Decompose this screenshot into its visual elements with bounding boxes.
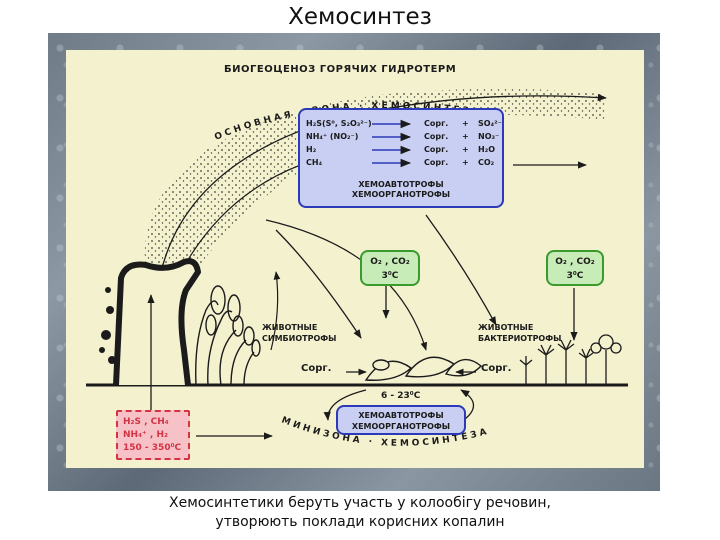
bacteriotroph-fauna — [519, 334, 622, 385]
reaction-result: NO₃⁻ — [478, 132, 500, 141]
red-line3: 150 - 350⁰C — [123, 443, 182, 453]
symbiotrophs-line1: ЖИВОТНЫЕ — [262, 323, 318, 332]
mid-temperature-label: 6 - 23⁰C — [381, 391, 421, 401]
green-box-left: O₂ , CO₂ 3⁰C — [360, 250, 420, 286]
hydrothermal-chimney — [113, 258, 201, 386]
upper-box-line2: ХЕМООРГАНОТРОФЫ — [351, 190, 451, 199]
red-line2: NH₄⁺ , H₂ — [123, 430, 168, 440]
bacteriotrophs-label: ЖИВОТНЫЕ БАКТЕРИОТРОФЫ — [478, 322, 561, 344]
chimney-texture — [99, 287, 116, 364]
corg-right-label: Cорг. — [481, 363, 512, 374]
arrow-to-symbiotrophs — [275, 229, 362, 339]
upper-box-line1: ХЕМОАВТОТРОФЫ — [358, 180, 444, 189]
green-box-right: O₂ , CO₂ 3⁰C — [546, 250, 604, 286]
reaction-plus: + — [462, 119, 469, 128]
reaction-product: Cорг. — [424, 158, 449, 167]
green-right-line1: O₂ , CO₂ — [555, 257, 595, 267]
reaction-product: Cорг. — [424, 132, 449, 141]
caption-line1: Хемосинтетики беруть участь у колообігу … — [168, 495, 551, 511]
hydrothermal-plume — [144, 88, 606, 272]
lower-box-line2: ХЕМООРГАНОТРОФЫ — [351, 422, 451, 431]
tube-worms — [195, 285, 261, 386]
reaction-arrows — [372, 119, 412, 168]
bacteriotrophs-line2: БАКТЕРИОТРОФЫ — [478, 334, 562, 343]
green-left-line2: 3⁰C — [381, 271, 399, 281]
hydrotherm-diagram: ОСНОВНАЯ · ЗОНА · ХЕМОСИНТЕЗА — [66, 50, 644, 468]
reaction-plus: + — [462, 132, 469, 141]
reaction-source: H₂S(S⁰, S₂O₃²⁻) — [306, 119, 372, 128]
corg-left-label: Cорг. — [301, 363, 332, 374]
lower-organism-box: ХЕМОАВТОТРОФЫ ХЕМООРГАНОТРОФЫ — [336, 405, 466, 435]
clams — [364, 356, 483, 381]
symbiotrophs-label: ЖИВОТНЫЕ СИМБИОТРОФЫ — [262, 322, 336, 344]
arrow-tubeworm-to-plume — [270, 271, 281, 351]
reaction-plus: + — [462, 145, 469, 154]
upper-reaction-box: H₂S(S⁰, S₂O₃²⁻) Cорг. + SO₄²⁻ NH₄⁺ (NO₂⁻… — [298, 108, 504, 208]
reaction-source: H₂ — [306, 145, 317, 154]
diagram-heading: БИОГЕОЦЕНОЗ ГОРЯЧИХ ГИДРОТЕРМ — [224, 64, 457, 75]
reaction-product: Cорг. — [424, 145, 449, 154]
green-right-line2: 3⁰C — [566, 271, 584, 281]
red-line1: H₂S , CH₄ — [123, 417, 169, 427]
reaction-source: CH₄ — [306, 158, 323, 167]
bacteriotrophs-line1: ЖИВОТНЫЕ — [478, 323, 534, 332]
reaction-result: CO₂ — [478, 158, 495, 167]
reaction-result: SO₄²⁻ — [478, 119, 502, 128]
reaction-result: H₂O — [478, 145, 495, 154]
reaction-plus: + — [462, 158, 469, 167]
caption-line2: утворюють поклади корисних копалин — [215, 514, 505, 530]
arrow-lower-loop-left — [323, 389, 367, 421]
symbiotrophs-line2: СИМБИОТРОФЫ — [262, 334, 337, 343]
upper-box-label: ХЕМОАВТОТРОФЫ ХЕМООРГАНОТРОФЫ — [300, 180, 502, 200]
arrow-to-bacteriotrophs — [425, 214, 497, 326]
reaction-source: NH₄⁺ (NO₂⁻) — [306, 132, 359, 141]
slide-title: Хемосинтез — [288, 4, 432, 30]
reaction-product: Cорг. — [424, 119, 449, 128]
green-left-line1: O₂ , CO₂ — [370, 257, 410, 267]
vent-fluid-box: H₂S , CH₄ NH₄⁺ , H₂ 150 - 350⁰C — [116, 410, 190, 460]
lower-box-line1: ХЕМОАВТОТРОФЫ — [358, 411, 444, 420]
